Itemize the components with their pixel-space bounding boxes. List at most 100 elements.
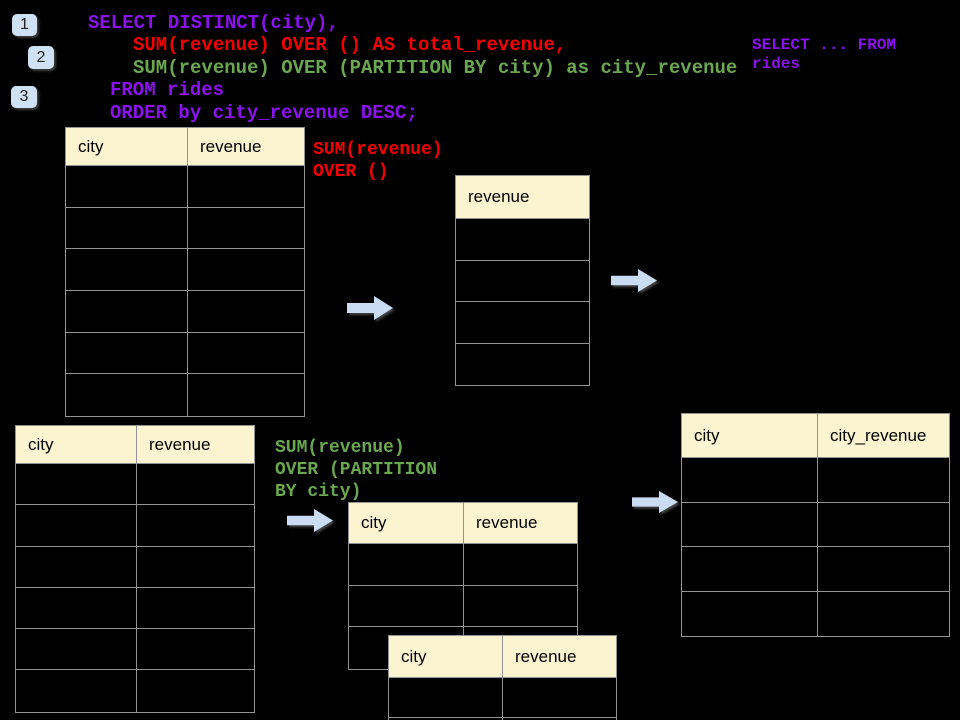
table-cell <box>456 344 589 386</box>
column-header: city_revenue <box>830 425 927 445</box>
table-partition-mid: city revenue <box>348 502 578 671</box>
annotation-partition-line-1: SUM(revenue) <box>275 438 405 458</box>
table-cell <box>456 302 589 343</box>
table-cell <box>682 502 818 546</box>
table-cell <box>349 585 464 627</box>
table-cell <box>389 678 503 717</box>
table-cell <box>66 332 188 374</box>
side-note-line-2: rides <box>752 55 801 73</box>
right-arrow-icon <box>611 269 657 292</box>
table-cell <box>16 546 137 587</box>
table-cell <box>16 670 137 712</box>
table-cell <box>137 505 254 545</box>
table-row <box>16 587 254 630</box>
table-row <box>349 544 577 586</box>
table-row <box>66 291 304 333</box>
table-cell <box>16 464 137 505</box>
table-cell <box>818 547 949 591</box>
table-cell <box>188 249 304 290</box>
table-row <box>682 458 949 503</box>
table-cell <box>137 670 254 711</box>
table-row <box>456 344 589 386</box>
table-cell <box>66 291 188 332</box>
table-partition-overlap: city revenue <box>388 635 617 720</box>
right-arrow-icon <box>632 491 678 513</box>
table-cell <box>66 374 188 417</box>
sql-line-city-revenue: SUM(revenue) OVER (PARTITION BY city) as… <box>133 57 738 79</box>
table-cell <box>389 718 503 720</box>
table-row <box>456 302 589 344</box>
table-row <box>389 718 616 720</box>
table-row <box>16 464 254 506</box>
column-header: city <box>682 414 818 457</box>
right-arrow-icon <box>287 509 333 532</box>
table-row <box>16 505 254 547</box>
annotation-partition-line-3: BY city) <box>275 482 362 502</box>
table-cell <box>188 333 304 374</box>
table-cell <box>66 249 188 291</box>
table-row <box>389 678 616 718</box>
column-header: revenue <box>476 513 538 532</box>
table-cell <box>456 261 589 302</box>
annotation-total-line-2: OVER () <box>313 162 389 182</box>
step-badge-1: 1 <box>12 14 37 36</box>
annotation-partition-line-2: OVER (PARTITION <box>275 460 438 480</box>
column-header: city <box>16 426 137 463</box>
table-cell <box>137 547 254 587</box>
table-row <box>456 219 589 261</box>
column-header: city <box>66 128 188 165</box>
column-header: city <box>389 636 503 677</box>
table-row <box>66 332 304 375</box>
side-note-line-1: SELECT ... FROM <box>752 36 897 54</box>
table-cell <box>818 458 949 502</box>
table-header-row: city revenue <box>66 128 304 166</box>
table-cell <box>137 464 254 504</box>
table-cell <box>818 503 949 547</box>
table-cell <box>503 678 616 717</box>
table-cell <box>188 374 304 416</box>
table-row <box>682 502 949 547</box>
table-cell <box>188 291 304 332</box>
table-cell <box>137 588 254 628</box>
table-cell <box>137 629 254 669</box>
sql-line-from: FROM rides <box>110 79 225 101</box>
column-header: city <box>349 503 464 543</box>
table-cell <box>456 219 589 260</box>
table-result: city city_revenue <box>681 413 950 637</box>
table-cell <box>682 591 818 636</box>
table-row <box>66 207 304 250</box>
table-row <box>349 585 577 628</box>
table-row <box>16 629 254 671</box>
table-cell <box>818 592 949 637</box>
table-cell <box>16 629 137 670</box>
table-row <box>456 261 589 302</box>
column-header: revenue <box>200 136 262 156</box>
table-row <box>66 374 304 417</box>
table-cell <box>188 166 304 207</box>
column-header: revenue <box>515 646 577 666</box>
table-row <box>66 249 304 292</box>
annotation-total-line-1: SUM(revenue) <box>313 140 443 160</box>
table-cell <box>16 587 137 629</box>
table-row <box>16 670 254 712</box>
table-header-row: city city_revenue <box>682 414 949 458</box>
table-header-row: revenue <box>456 176 589 219</box>
table-cell <box>464 544 577 585</box>
table-row <box>16 546 254 588</box>
right-arrow-icon <box>347 296 393 320</box>
column-header: revenue <box>468 187 530 206</box>
table-cell <box>66 207 188 249</box>
sql-line-total-revenue: SUM(revenue) OVER () AS total_revenue, <box>133 34 567 56</box>
table-cell <box>464 586 577 627</box>
table-row <box>682 591 949 637</box>
annotation-total-revenue: SUM(revenue)OVER () <box>313 139 443 183</box>
table-cell <box>682 458 818 502</box>
table-cell <box>682 547 818 591</box>
sql-line-select: SELECT DISTINCT(city), <box>88 12 339 34</box>
table-cell <box>66 166 188 207</box>
